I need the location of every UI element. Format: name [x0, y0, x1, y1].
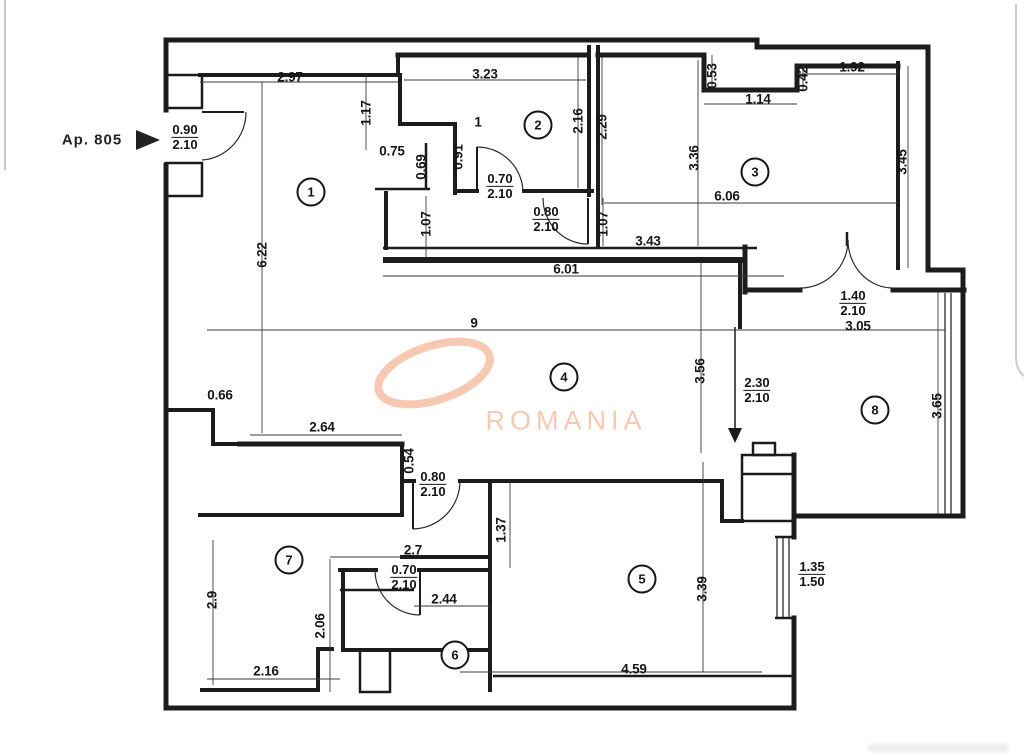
door-width: 0.90: [171, 121, 199, 138]
dim-label: 6.01: [553, 261, 579, 277]
door-width: 0.80: [532, 203, 560, 220]
watermark-text: ROMANIA: [485, 405, 647, 436]
hall-bottom-door-size: 0.80 2.10: [419, 468, 447, 499]
door-width: 0.80: [419, 468, 447, 485]
door-height: 2.10: [391, 576, 417, 592]
dim-label: 2.29: [594, 114, 610, 140]
dim-label: 1.17: [358, 100, 374, 126]
room-badge-8: 8: [860, 395, 890, 425]
dim-label: 0.75: [379, 143, 405, 159]
room-badge-3: 3: [740, 157, 770, 187]
opening-width: 2.30: [743, 374, 771, 391]
dim-label: 1.37: [493, 517, 509, 543]
passage-arrow-icon: [728, 327, 742, 443]
door-swing-arcs: [201, 111, 894, 616]
room-badge-4: 4: [549, 362, 579, 392]
room-number: 8: [871, 402, 879, 418]
room-number: 2: [534, 117, 542, 133]
dim-label: 2.16: [253, 663, 279, 679]
dim-label: 0.69: [413, 154, 429, 180]
dim-label: 9: [470, 315, 478, 331]
dim-label: 3.36: [686, 145, 702, 171]
dim-label: 6.06: [714, 188, 740, 204]
door-width: 0.70: [486, 170, 514, 187]
dim-label: 0.53: [704, 63, 720, 89]
right-window-size: 1.35 1.50: [798, 558, 826, 589]
room-number: 5: [638, 571, 646, 587]
window-width: 1.35: [798, 558, 826, 575]
door-height: 2.10: [172, 136, 198, 152]
balcony-door-size: 1.40 2.10: [839, 287, 867, 318]
door-height: 2.10: [533, 218, 559, 234]
dimension-lines: [200, 55, 945, 692]
dim-label: 1.07: [595, 211, 611, 237]
dim-label: 2.97: [277, 69, 303, 85]
dim-label: 0.66: [207, 387, 233, 403]
room-badge-1: 1: [296, 177, 326, 207]
dim-label: 2.44: [431, 591, 457, 607]
room-number: 6: [451, 647, 459, 663]
room-number: 4: [560, 369, 568, 385]
room-badge-6: 6: [440, 640, 470, 670]
dim-label: 1.14: [745, 91, 771, 107]
room-number: 7: [285, 552, 293, 568]
dim-label: 2.06: [312, 613, 328, 639]
interior-walls: [164, 45, 900, 692]
dim-label: 2.9: [204, 590, 220, 610]
room2-door-size: 0.70 2.10: [486, 170, 514, 201]
dim-label: 3.05: [845, 318, 871, 334]
dim-label: 0.54: [401, 448, 417, 474]
cut-off-text-artifact: [868, 744, 1008, 752]
room-number: 3: [751, 164, 759, 180]
apartment-number-label: Ap. 805: [61, 131, 123, 149]
hall-top-door-size: 0.80 2.10: [532, 203, 560, 234]
dim-label: 3.39: [694, 576, 710, 602]
door-leaves: [202, 111, 589, 615]
room4-opening-size: 2.30 2.10: [743, 374, 771, 405]
door-height: 2.10: [420, 483, 446, 499]
secondary-walls: [164, 73, 849, 694]
room-badge-5: 5: [627, 564, 657, 594]
watermark-swoosh: [374, 337, 494, 409]
dim-label: 4.59: [621, 661, 647, 677]
dim-label: 0.91: [450, 144, 466, 170]
dim-label: 2.16: [570, 108, 586, 134]
dim-label: 1: [474, 114, 482, 130]
door-width: 0.70: [390, 561, 418, 578]
dim-label: 0.42: [795, 66, 811, 92]
dim-label: 1.07: [418, 211, 434, 237]
window-height: 1.50: [799, 573, 825, 589]
room-badge-2: 2: [523, 110, 553, 140]
door-height: 2.10: [840, 302, 866, 318]
dim-label: 3.23: [472, 66, 498, 82]
room-number: 1: [307, 184, 315, 200]
dim-label: 3.56: [692, 358, 708, 384]
entrance-door-size: 0.90 2.10: [171, 121, 199, 152]
dim-label: 3.65: [929, 393, 945, 419]
dim-label: 3.43: [635, 233, 661, 249]
dim-label: 6.22: [254, 242, 270, 268]
dim-label: 2.64: [309, 419, 335, 435]
room6-door-size: 0.70 2.10: [390, 561, 418, 592]
opening-height: 2.10: [744, 389, 770, 405]
card-corner-border: [1015, 4, 1024, 377]
dim-label: 2.7: [403, 542, 423, 558]
dim-label: 1.92: [839, 59, 865, 75]
dim-label: 3.45: [894, 149, 910, 175]
door-height: 2.10: [487, 185, 513, 201]
door-width: 1.40: [839, 287, 867, 304]
entrance-arrow-icon: [136, 130, 160, 150]
room-badge-7: 7: [274, 545, 304, 575]
